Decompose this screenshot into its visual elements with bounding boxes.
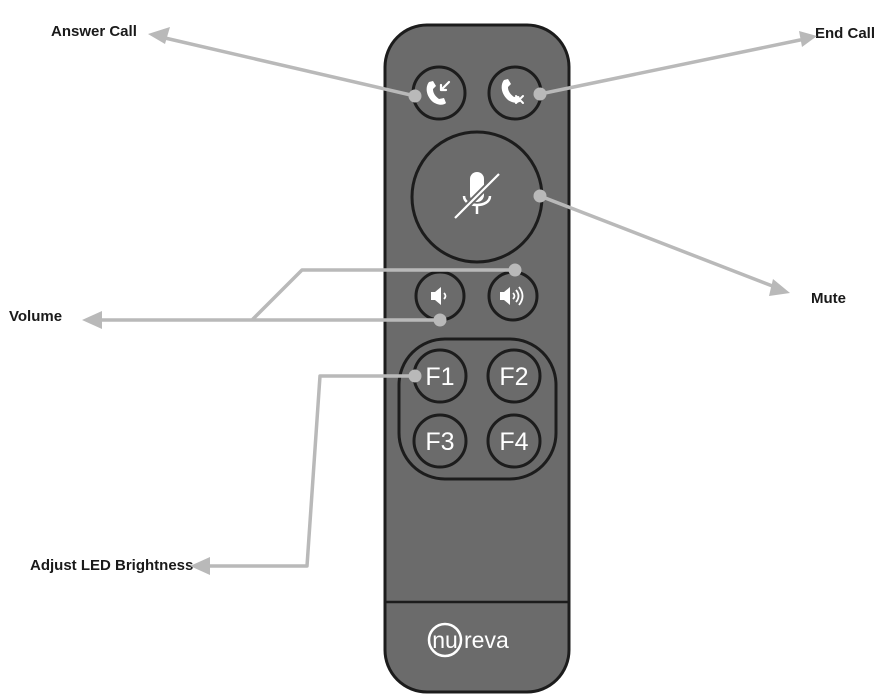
- mute-leader: [538, 194, 777, 289]
- end-call-button[interactable]: [487, 65, 543, 121]
- volume-down-dot: [433, 313, 447, 327]
- answer-call-leader: [163, 36, 417, 98]
- volume-arrowhead: [82, 311, 102, 329]
- microphone-muted-icon: [452, 171, 502, 221]
- mute-arrowhead: [769, 279, 790, 296]
- volume-up-dot: [508, 263, 522, 277]
- f1-label: F1: [425, 363, 454, 391]
- phone-incoming-icon: [426, 80, 451, 105]
- mute-dot: [533, 189, 547, 203]
- f3-label: F3: [425, 428, 454, 456]
- answer-call-dot: [408, 89, 422, 103]
- led-brightness-arrowhead: [190, 557, 210, 575]
- volume-down-button[interactable]: [414, 270, 466, 322]
- volume-leader-upper: [251, 268, 517, 321]
- end-call-arrowhead: [799, 31, 817, 47]
- f4-button[interactable]: F4: [486, 413, 542, 469]
- volume-label: Volume: [9, 308, 63, 325]
- speaker-high-icon: [500, 286, 524, 306]
- mute-label: Mute: [811, 290, 846, 307]
- logo-wordmark: reva: [464, 627, 509, 653]
- answer-call-button[interactable]: [411, 65, 467, 121]
- answer-call-label: Answer Call: [51, 23, 137, 40]
- phone-end-icon: [501, 79, 524, 104]
- nureva-logo: nu reva: [427, 622, 509, 658]
- f3-button[interactable]: F3: [412, 413, 468, 469]
- f1-button[interactable]: F1: [412, 348, 468, 404]
- led-brightness-dot: [408, 369, 422, 383]
- adjust-led-brightness-label: Adjust LED Brightness: [30, 557, 194, 574]
- end-call-leader: [538, 38, 802, 96]
- f2-label: F2: [499, 363, 528, 391]
- led-brightness-leader: [203, 374, 417, 568]
- f4-label: F4: [499, 428, 528, 456]
- answer-call-arrowhead: [148, 27, 170, 44]
- speaker-low-icon: [431, 287, 447, 305]
- mute-button[interactable]: [410, 130, 544, 264]
- logo-prefix: nu: [432, 627, 458, 653]
- logo-circle: [427, 622, 463, 658]
- end-call-label: End Call: [815, 25, 875, 42]
- volume-up-button[interactable]: [487, 270, 539, 322]
- f2-button[interactable]: F2: [486, 348, 542, 404]
- end-call-dot: [533, 87, 547, 101]
